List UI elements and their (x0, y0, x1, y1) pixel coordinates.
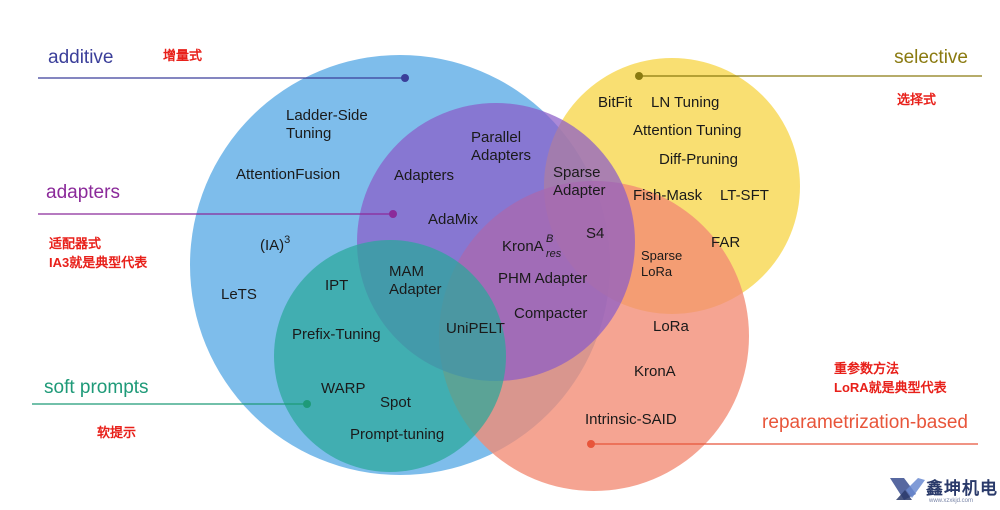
method-label: Parallel (471, 129, 521, 146)
selective-leader (635, 72, 982, 80)
method-label: LeTS (221, 286, 257, 303)
adapters-label: adapters (46, 182, 120, 203)
method-label: BitFit (598, 94, 633, 111)
method-label: LoRa (641, 264, 673, 279)
method-label: Adapters (394, 167, 454, 184)
adapters-leader (38, 210, 397, 218)
method-label: Adapter (553, 182, 606, 199)
method-label: KronA (634, 363, 676, 380)
method-label: WARP (321, 380, 365, 397)
method-label: Compacter (514, 305, 587, 322)
logo-name: 鑫坤机电 (925, 478, 998, 498)
method-label: LT-SFT (720, 187, 769, 204)
method-label: Intrinsic-SAID (585, 411, 677, 428)
reparametrization-note-line2: LoRA就是典型代表 (834, 380, 948, 395)
reparametrization-label: reparametrization-based (762, 412, 968, 433)
soft-prompts-leader (32, 400, 311, 408)
method-label: IPT (325, 277, 348, 294)
method-label: Ladder-Side (286, 107, 368, 124)
method-label: Diff-Pruning (659, 151, 738, 168)
logo-url: www.xzxkjd.com (928, 498, 973, 504)
additive-leader (38, 74, 409, 82)
method-label: Fish-Mask (633, 187, 703, 204)
additive-note: 增量式 (163, 48, 202, 63)
method-label-ia3: (IA)3 (260, 234, 290, 254)
adapters-note-line1: 适配器式 (49, 236, 101, 251)
reparametrization-leader (587, 440, 978, 448)
method-label: Sparse (641, 248, 682, 263)
method-label: LoRa (653, 318, 690, 335)
method-label: S4 (586, 225, 604, 242)
method-label: LN Tuning (651, 94, 719, 111)
method-label: MAM (389, 263, 424, 280)
method-label: FAR (711, 234, 740, 251)
method-label: UniPELT (446, 320, 505, 337)
brand-logo: 鑫坤机电 www.xzxkjd.com (890, 478, 998, 504)
method-label: Adapter (389, 281, 442, 298)
method-label: Sparse (553, 164, 601, 181)
soft-prompts-note: 软提示 (97, 425, 136, 440)
method-label: AttentionFusion (236, 166, 340, 183)
reparametrization-note-line1: 重参数方法 (834, 361, 899, 376)
xzx-logo-icon (890, 478, 925, 500)
soft-prompts-label: soft prompts (44, 377, 149, 398)
method-label: Prefix-Tuning (292, 326, 381, 343)
soft-prompts-circle (274, 240, 506, 472)
method-label: PHM Adapter (498, 270, 587, 287)
selective-label: selective (894, 47, 968, 68)
method-label: AdaMix (428, 211, 479, 228)
selective-note: 选择式 (897, 92, 936, 107)
method-label: Tuning (286, 125, 331, 142)
adapters-note-line2: IA3就是典型代表 (49, 255, 148, 270)
method-label: Attention Tuning (633, 122, 741, 139)
method-label: Spot (380, 394, 412, 411)
method-label: Adapters (471, 147, 531, 164)
additive-label: additive (48, 47, 114, 68)
method-label: Prompt-tuning (350, 426, 444, 443)
